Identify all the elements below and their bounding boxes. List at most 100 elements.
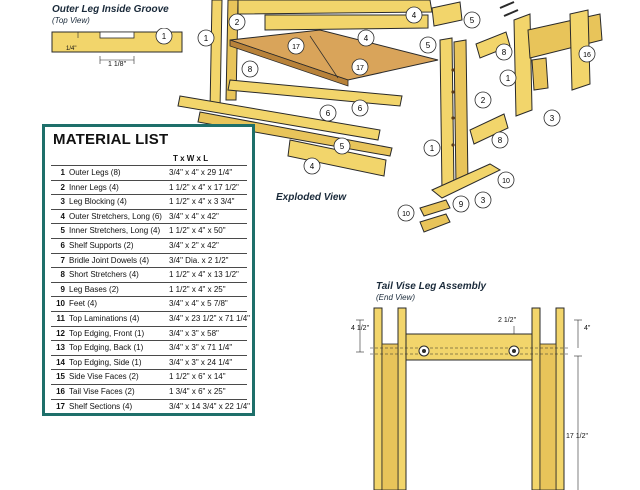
item-number: 17 (56, 401, 65, 411)
callout: 5 (333, 137, 351, 155)
callout: 2 (228, 13, 246, 31)
outer-leg (373, 307, 383, 490)
callout: 8 (491, 131, 509, 149)
outer-leg (397, 307, 407, 490)
item-name: Inner Legs (4) (69, 182, 119, 192)
tail-vise-subtitle: (End View) (376, 293, 415, 302)
callout-label: 1 (204, 34, 209, 43)
shelf-edge (229, 39, 349, 87)
callout-label: 17 (356, 65, 364, 72)
callout-label: 6 (326, 109, 331, 118)
item-name: Top Edging, Side (1) (69, 357, 142, 367)
callout-label: 3 (550, 114, 555, 123)
callout-label: 8 (498, 136, 503, 145)
callout: 4 (405, 6, 423, 24)
callout-label: 4 (310, 162, 315, 171)
item-number: 8 (60, 270, 65, 280)
item-size: 3/4" x 4" x 29 1/4" (169, 168, 233, 177)
item-number: 5 (60, 226, 65, 236)
item-number: 16 (56, 387, 65, 396)
callout-label: 10 (502, 178, 510, 185)
stretcher (264, 14, 429, 31)
item-name: Short Stretchers (4) (69, 270, 139, 280)
item-number: 9 (60, 284, 65, 294)
inner-leg (381, 343, 399, 490)
callout: 17 (287, 37, 305, 55)
callout-label: 8 (248, 65, 253, 74)
groove-subtitle: (Top View) (52, 16, 90, 25)
item-size: 1 1/2" x 4" x 13 1/2" (169, 270, 239, 280)
callout: 3 (543, 109, 561, 127)
callout: 8 (495, 43, 513, 61)
groove-diagram: 1/4" 1 1/8" 1 (51, 28, 183, 68)
item-size: 3/4" x 2" x 42" (169, 241, 219, 250)
tail-vise-title: Tail Vise Leg Assembly (376, 281, 487, 292)
callout: 5 (463, 11, 481, 29)
callout: 16 (578, 45, 596, 63)
item-number: 1 (60, 168, 65, 177)
leg-blocking (531, 57, 549, 91)
dim-right-long-label: 17 1/2" (566, 433, 588, 440)
item-size: 1 1/2" x 4" x 50" (169, 226, 226, 236)
short-stretcher (475, 31, 511, 59)
groove-depth-label: 1/4" (66, 46, 76, 52)
item-number: 11 (56, 314, 65, 323)
callout-label: 1 (162, 32, 167, 41)
callout: 4 (357, 29, 375, 47)
callout: 9 (452, 195, 470, 213)
material-list-row: 6 Shelf Supports (2) 3/4" x 2" x 42" (51, 238, 247, 253)
item-size: 1 1/2" x 4" x 17 1/2" (169, 182, 239, 192)
dim-left-label: 4 1/2" (351, 325, 370, 332)
callout-label: 1 (430, 144, 435, 153)
callout-label: 4 (364, 34, 369, 43)
item-name: Top Edging, Back (1) (69, 343, 144, 353)
item-size: 3/4" Dia. x 2 1/2" (169, 255, 229, 265)
item-size: 3/4" x 3" x 58" (169, 328, 219, 338)
groove-title: Outer Leg Inside Groove (52, 4, 169, 15)
short-stretcher (469, 113, 509, 145)
item-name: Shelf Supports (2) (69, 241, 134, 250)
inner-leg (539, 343, 557, 490)
callout: 2 (474, 91, 492, 109)
callout-label: 5 (470, 16, 475, 25)
item-size: 3/4" x 14 3/4" x 22 1/4" (169, 401, 251, 411)
outer-leg (513, 13, 533, 117)
item-size: 3/4" x 3" x 24 1/4" (169, 357, 233, 367)
callout: 4 (303, 157, 321, 175)
callout (155, 28, 173, 45)
callout-label: 3 (481, 196, 486, 205)
material-list-header: T x W x L (173, 154, 209, 163)
outer-stretcher (287, 139, 387, 177)
callout: 6 (351, 99, 369, 117)
callout-label: 9 (459, 200, 464, 209)
item-number: 6 (60, 241, 65, 250)
outer-leg (439, 37, 455, 193)
item-name: Top Edging, Front (1) (69, 328, 145, 338)
item-name: Shelf Sections (4) (69, 401, 133, 411)
callout: 5 (419, 36, 437, 54)
material-list-row: 17 Shelf Sections (4) 3/4" x 14 3/4" x 22 … (51, 398, 251, 414)
callout-label: 8 (502, 48, 507, 57)
material-list-row: 10 Feet (4) 3/4" x 4" x 5 7/8" (51, 296, 247, 311)
item-size: 3/4" x 4" x 42" (169, 211, 219, 221)
item-number: 7 (60, 255, 65, 265)
callout-label: 6 (358, 104, 363, 113)
item-size: 3/4" x 4" x 5 7/8" (169, 299, 228, 309)
item-name: Top Laminations (4) (69, 314, 140, 323)
outer-leg (555, 307, 565, 490)
outer-stretcher (177, 95, 381, 141)
item-name: Feet (4) (69, 299, 98, 309)
groove-width-label: 1 1/8" (108, 61, 127, 68)
callout-label: 10 (402, 211, 410, 218)
shelf-support (227, 79, 403, 107)
item-number: 10 (56, 299, 65, 309)
